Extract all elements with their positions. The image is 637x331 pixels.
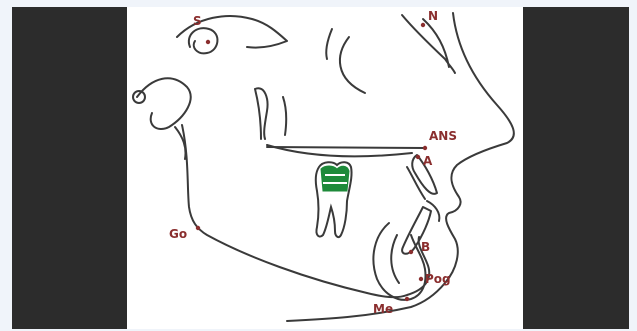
orbit-inner	[326, 29, 332, 59]
palatal-plane	[267, 147, 425, 148]
landmark-label-go: Go	[169, 227, 187, 241]
landmark-point-n	[421, 23, 425, 27]
landmark-label-pog: Pog	[425, 272, 451, 286]
landmark-label-a: A	[423, 154, 433, 168]
sella-turcica-outline	[189, 28, 218, 53]
landmark-label-b: B	[421, 240, 430, 254]
sphenoid-line	[283, 97, 286, 135]
landmark-label-s: S	[193, 14, 202, 28]
pterygomaxillary-outline	[137, 78, 191, 129]
molar-tooth	[316, 162, 352, 237]
tracing-canvas: S N ANS A Go B Pog Me	[127, 7, 523, 329]
pterygoid-fissure	[255, 88, 268, 139]
cephalometric-tracing: S N ANS A Go B Pog Me	[127, 7, 523, 329]
landmark-label-me: Me	[373, 302, 393, 316]
orbit-outline	[340, 37, 365, 93]
landmark-point-a	[416, 155, 420, 159]
landmark-point-b	[409, 250, 413, 254]
symphysis-inner	[391, 235, 399, 283]
porion-circle	[133, 91, 145, 103]
letterbox-right	[523, 7, 629, 329]
landmark-label-n: N	[428, 9, 438, 23]
letterbox-left	[12, 7, 127, 329]
landmark-point-s	[206, 40, 210, 44]
landmark-point-me	[405, 297, 409, 301]
symphysis-outline	[373, 223, 425, 300]
landmark-label-ans: ANS	[429, 129, 457, 143]
landmark-point-ans	[423, 146, 427, 150]
landmark-point-pog	[419, 277, 423, 281]
landmark-point-go	[196, 226, 200, 230]
